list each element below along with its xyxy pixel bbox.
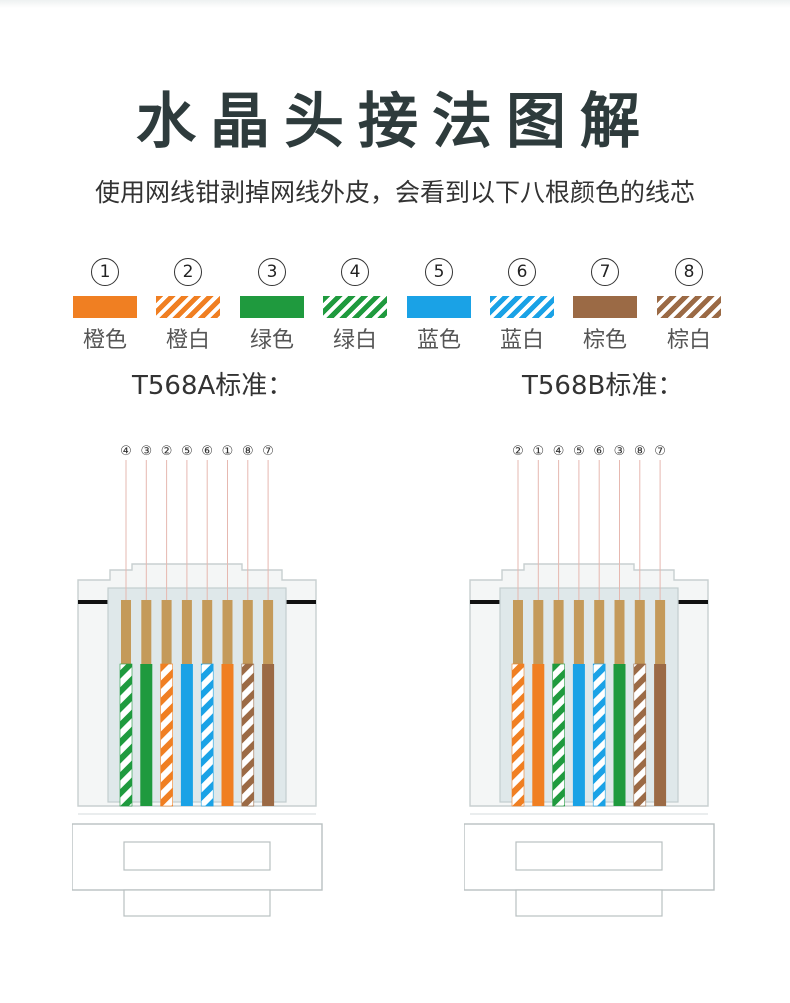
connector-window <box>499 587 679 803</box>
pin-4-wire-number: ⑤ <box>573 444 585 459</box>
legend-number: 8 <box>675 258 703 286</box>
legend-swatch-brown-white <box>657 296 721 318</box>
t568b-label: T568B标准： <box>522 371 684 401</box>
legend-number: 5 <box>425 258 453 286</box>
pin-1-wire-number: ② <box>512 444 524 459</box>
wire-blue-white <box>592 663 606 807</box>
legend-swatch-brown <box>573 296 637 318</box>
legend-label: 绿色 <box>249 328 294 353</box>
legend-swatch-green-white <box>323 296 387 318</box>
legend-swatch-green <box>240 296 304 318</box>
legend-label: 蓝白 <box>499 328 544 353</box>
legend-number: 2 <box>174 258 202 286</box>
legend-swatch-orange <box>73 296 137 318</box>
t568a-label: T568A标准： <box>132 371 294 401</box>
copper-contact <box>161 600 172 666</box>
copper-contact <box>202 600 213 666</box>
legend-item-7: 7 棕色 <box>573 258 637 356</box>
copper-contact <box>141 600 152 666</box>
legend-number: 3 <box>258 258 286 286</box>
pin-5-wire-number: ⑥ <box>593 444 605 459</box>
wire-brown <box>654 664 667 806</box>
legend-item-1: 1 橙色 <box>73 258 137 356</box>
legend-swatch-blue <box>407 296 471 318</box>
wire-orange-white <box>511 663 525 807</box>
legend-label: 绿白 <box>332 328 377 353</box>
legend-number: 4 <box>341 258 369 286</box>
page-subtitle: 使用网线钳剥掉网线外皮，会看到以下八根颜色的线芯 <box>94 178 695 207</box>
pin-8-wire-number: ⑦ <box>262 444 274 459</box>
wire-brown <box>262 664 275 806</box>
legend-item-6: 6 蓝白 <box>490 258 554 356</box>
copper-contact <box>121 600 131 666</box>
wire-green-white <box>552 663 565 807</box>
copper-contact <box>553 600 564 666</box>
copper-contact <box>181 600 192 666</box>
wire-orange <box>221 664 234 806</box>
legend-item-5: 5 蓝色 <box>407 258 471 356</box>
wire-brown-white <box>241 663 255 807</box>
wire-brown-white <box>633 663 647 807</box>
legend-item-4: 4 绿白 <box>323 258 387 356</box>
wire-orange-white <box>160 663 173 807</box>
legend-label: 橙白 <box>165 328 210 353</box>
legend-item-8: 8 棕白 <box>657 258 721 356</box>
copper-contact <box>513 600 523 666</box>
pin-3-wire-number: ② <box>161 444 173 459</box>
legend-number: 7 <box>591 258 619 286</box>
page-title: 水晶头接法图解 <box>136 87 654 157</box>
pin-7-wire-number: ⑧ <box>634 444 646 459</box>
legend-label: 棕白 <box>666 328 711 353</box>
wire-blue-white <box>200 663 214 807</box>
wire-green <box>140 664 153 806</box>
wire-green <box>613 664 626 806</box>
pin-6-wire-number: ③ <box>614 444 626 459</box>
copper-contact <box>263 600 274 666</box>
copper-contact <box>222 600 233 666</box>
connector-window <box>107 587 287 803</box>
copper-contact <box>242 600 253 666</box>
copper-contact <box>594 600 605 666</box>
pin-4-wire-number: ⑤ <box>181 444 193 459</box>
copper-contact <box>655 600 666 666</box>
copper-contact <box>573 600 584 666</box>
legend-number: 6 <box>508 258 536 286</box>
pin-2-wire-number: ③ <box>140 444 152 459</box>
pin-2-wire-number: ① <box>532 444 544 459</box>
copper-contact <box>634 600 645 666</box>
legend-label: 棕色 <box>582 328 627 353</box>
legend-swatch-orange-white <box>156 296 220 318</box>
wire-blue <box>572 664 585 806</box>
copper-contact <box>533 600 544 666</box>
pin-8-wire-number: ⑦ <box>654 444 666 459</box>
wire-blue <box>180 664 193 806</box>
pin-1-wire-number: ④ <box>120 444 132 459</box>
legend-item-3: 3 绿色 <box>240 258 304 356</box>
legend-item-2: 2 橙白 <box>156 258 220 356</box>
copper-contact <box>614 600 625 666</box>
pin-5-wire-number: ⑥ <box>201 444 213 459</box>
wire-orange <box>532 664 545 806</box>
legend-number: 1 <box>91 258 119 286</box>
legend-label: 蓝色 <box>416 328 461 353</box>
legend-swatch-blue-white <box>490 296 554 318</box>
pin-7-wire-number: ⑧ <box>242 444 254 459</box>
wire-green-white <box>119 663 133 807</box>
pin-6-wire-number: ① <box>222 444 234 459</box>
top-divider <box>0 0 790 8</box>
legend-label: 橙色 <box>82 328 127 353</box>
pin-3-wire-number: ④ <box>553 444 565 459</box>
